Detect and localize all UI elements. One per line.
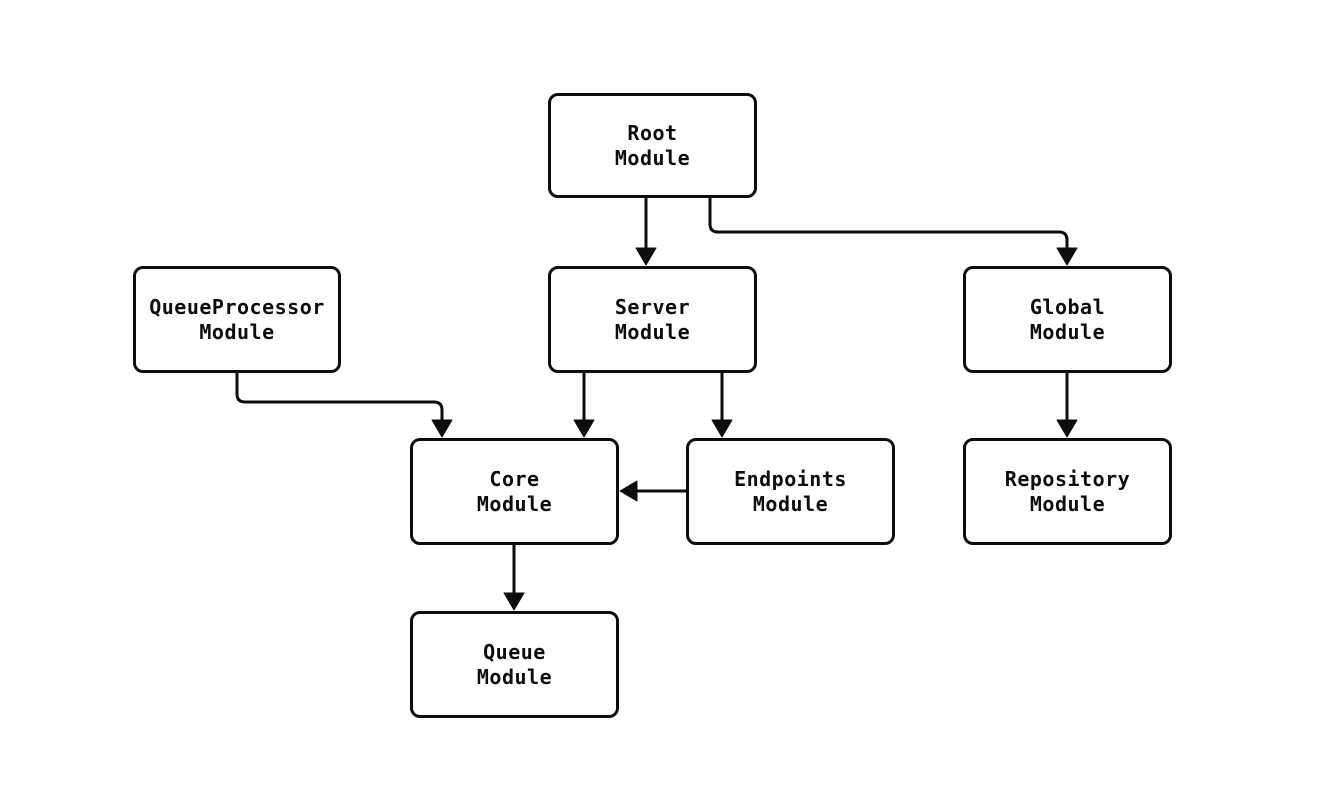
node-label: Module (476, 664, 553, 689)
node-label: Module (1029, 319, 1106, 344)
edge-server-to-endpoints (711, 373, 733, 438)
node-label: Endpoints (734, 466, 847, 491)
edge-core-to-queue (503, 545, 525, 611)
node-label: Root (627, 120, 678, 145)
edge-endpoints-to-core (619, 480, 686, 502)
node-label: Module (752, 491, 829, 516)
node-label: Module (614, 145, 691, 170)
edge-global-to-repository (1056, 373, 1078, 438)
node-label: Queue (483, 639, 546, 664)
node-queueprocessor-module: QueueProcessor Module (133, 266, 341, 373)
node-label: Server (614, 294, 691, 319)
node-core-module: Core Module (410, 438, 619, 545)
node-label: Module (614, 319, 691, 344)
node-endpoints-module: Endpoints Module (686, 438, 895, 545)
node-root-module: Root Module (548, 93, 757, 198)
node-label: Module (476, 491, 553, 516)
node-label: QueueProcessor (149, 294, 325, 319)
node-label: Core (489, 466, 540, 491)
node-global-module: Global Module (963, 266, 1172, 373)
node-queue-module: Queue Module (410, 611, 619, 718)
edge-root-to-global (708, 198, 1078, 266)
edge-server-to-core (573, 373, 595, 438)
node-repository-module: Repository Module (963, 438, 1172, 545)
edge-root-to-server (635, 198, 657, 266)
node-label: Module (1029, 491, 1106, 516)
node-label: Repository (1004, 466, 1131, 491)
node-label: Module (199, 319, 275, 344)
node-server-module: Server Module (548, 266, 757, 373)
edge-queueprocessor-to-core (235, 373, 453, 438)
node-label: Global (1029, 294, 1106, 319)
